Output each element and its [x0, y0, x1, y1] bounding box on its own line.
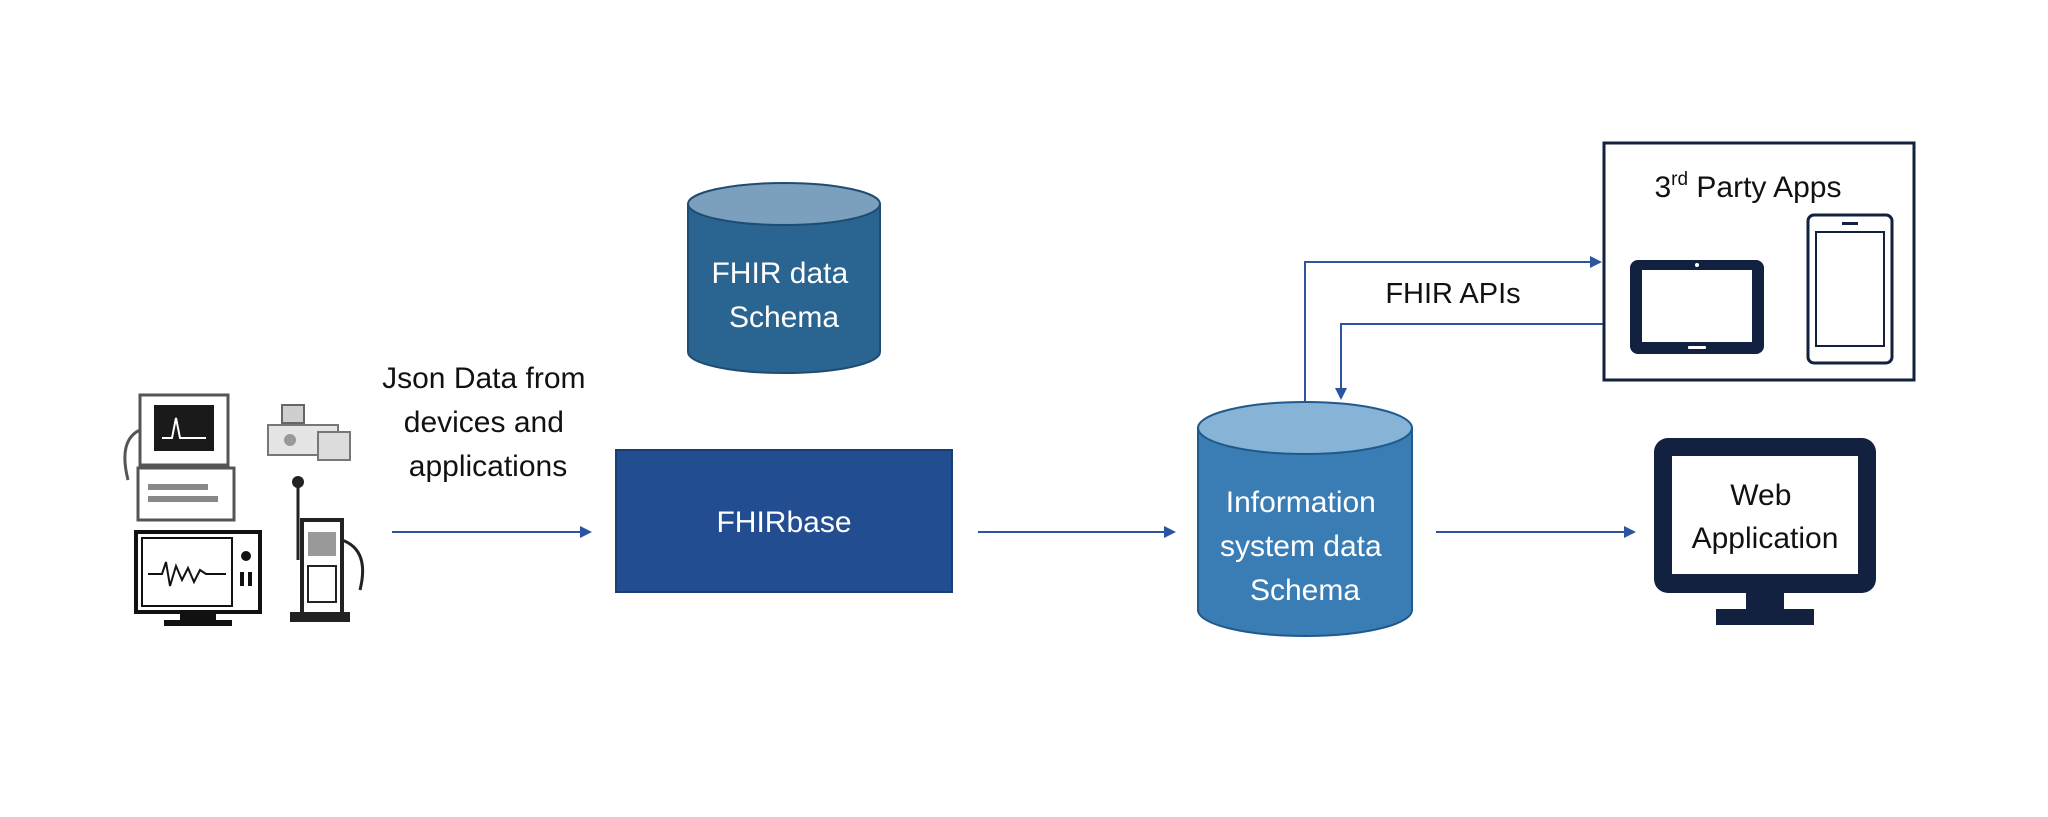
third-party-apps-label: 3rd Party Apps: [1654, 169, 1841, 204]
fhir-apis-label: FHIR APIs: [1385, 278, 1520, 310]
json-data-label-line1: Json Data from: [382, 362, 585, 395]
information-system-schema-cylinder: Information system data Schema: [1197, 401, 1413, 637]
phone-icon: [1806, 213, 1894, 365]
third-party-superscript: rd: [1671, 169, 1688, 190]
third-party-suffix: Party Apps: [1688, 171, 1841, 204]
third-party-apps-box: 3rd Party Apps: [1602, 141, 1916, 382]
monitor-icon: Web Application: [1654, 438, 1876, 625]
info-schema-line3: Schema: [1250, 574, 1360, 607]
fhir-data-schema-cylinder: FHIR data Schema: [687, 182, 881, 374]
info-schema-line1: Information: [1226, 486, 1376, 519]
web-application-line1: Web: [1730, 479, 1791, 512]
info-schema-to-apps-arrow: [1304, 256, 1602, 402]
web-application-line2: Application: [1692, 522, 1839, 555]
information-system-schema-label: Information system data Schema: [1220, 486, 1390, 607]
info-schema-line2: system data: [1220, 530, 1382, 563]
web-application-label: Web Application: [1692, 479, 1839, 555]
json-data-label-line2: devices and: [404, 406, 564, 439]
fhir-data-schema-label: FHIR data Schema: [711, 257, 856, 334]
fhir-data-schema-line2: Schema: [729, 301, 839, 334]
third-party-prefix: 3: [1654, 171, 1671, 204]
fhirbase-label: FHIRbase: [716, 506, 851, 539]
tablet-icon: [1630, 260, 1764, 354]
json-data-label: Json Data from devices and applications: [382, 362, 594, 483]
json-data-label-line3: applications: [409, 450, 567, 483]
apps-to-info-schema-arrow: [1335, 323, 1604, 400]
fhirbase-box: FHIRbase: [615, 449, 953, 593]
fhir-data-schema-line1: FHIR data: [711, 257, 848, 290]
medical-devices-icon: [123, 393, 365, 626]
